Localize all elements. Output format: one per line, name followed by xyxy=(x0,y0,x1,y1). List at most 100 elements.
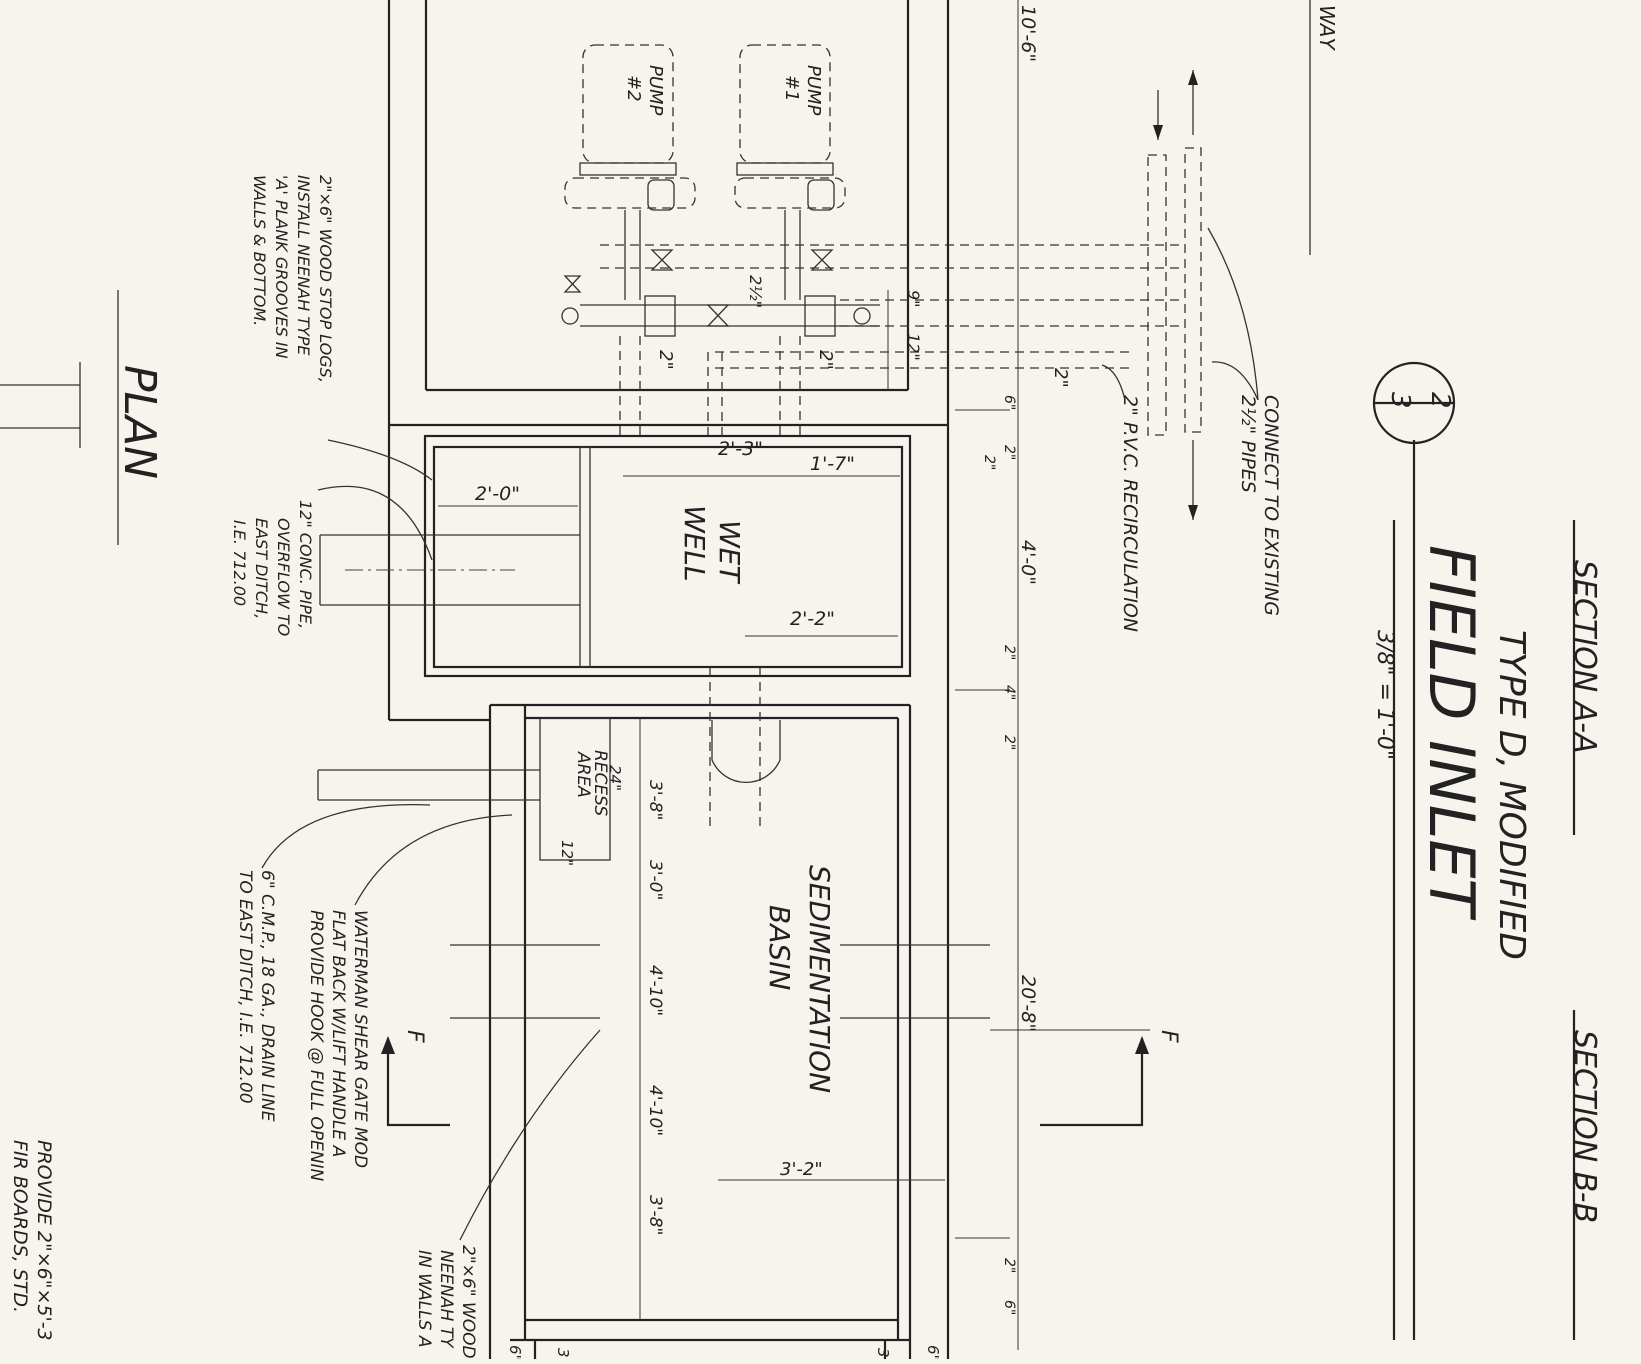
pump-2-base xyxy=(579,162,677,176)
stop-logs-note: INSTALL NEENAH TYPE xyxy=(294,175,313,356)
title-line-2: FIELD INLET xyxy=(1415,545,1488,920)
stop-logs-leader xyxy=(327,439,433,481)
wood-bottom-note: NEENAH TY xyxy=(436,1250,456,1349)
pump-2-label-1: PUMP xyxy=(645,65,666,116)
provide-note: FIR BOARDS, STD. xyxy=(9,1140,31,1313)
wet-well-label-1: WET xyxy=(713,520,746,584)
dim-3-2: 3'-2" xyxy=(780,1159,823,1180)
overflow-leader xyxy=(317,485,433,561)
connect-note-1: CONNECT TO EXISTING xyxy=(1260,395,1282,616)
dim-2-bot: 2" xyxy=(1001,1258,1017,1273)
pvc-leader xyxy=(1101,364,1126,401)
pvc-note: 2" P.V.C. RECIRCULATION xyxy=(1119,395,1141,632)
dim-4-10a: 4'-10" xyxy=(645,965,665,1016)
provide-note: PROVIDE 2"×6"×5'-3 xyxy=(33,1140,55,1341)
overflow-note: OVERFLOW TO xyxy=(274,518,293,636)
dim-3-8b: 3'-8" xyxy=(645,1195,665,1235)
section-f-right-marker xyxy=(1040,1038,1144,1127)
dim-2-top: 2" xyxy=(1001,445,1017,460)
dim-12: 12" xyxy=(904,333,923,361)
dim-2-2: 2'-2" xyxy=(790,608,835,630)
pipe-2a: 2" xyxy=(655,350,676,370)
room-labels: WET WELL SEDIMENTATION BASIN 24" RECESS … xyxy=(558,505,836,1093)
dim-3-8a: 3'-8" xyxy=(645,780,665,820)
stop-logs-note: WALLS & BOTTOM. xyxy=(250,175,269,326)
bottom-3b: 3" xyxy=(874,1348,892,1359)
wet-well-outer-wall xyxy=(423,434,912,678)
title-block: SECTION A-A TYPE D, MODIFIED FIELD INLET… xyxy=(114,5,1602,1223)
stop-logs-note: 'A' PLANK GROOVES IN xyxy=(272,175,291,359)
drain-note: 6" C.M.P., 18 GA., DRAIN LINE xyxy=(257,870,277,1122)
pump-2-flange xyxy=(564,177,696,209)
section-a-label: SECTION A-A xyxy=(1567,560,1602,754)
plan-label: PLAN xyxy=(114,365,165,479)
tee-fitting xyxy=(804,295,836,337)
dim-1-7: 1'-7" xyxy=(810,453,855,475)
stop-logs-note: 2"×6" WOOD STOP LOGS, xyxy=(316,175,335,383)
sed-basin-label-1: SEDIMENTATION xyxy=(803,865,836,1093)
title-line-1: TYPE D, MODIFIED xyxy=(1491,630,1532,960)
air-valve-icon xyxy=(853,307,871,325)
shear-gate-note: FLAT BACK W/LIFT HANDLE A xyxy=(328,910,348,1157)
sheet-number: 3 xyxy=(1385,392,1415,409)
dim-2-top-b: 2" xyxy=(981,455,997,470)
shear-gate-leader xyxy=(354,814,513,906)
existing-pipe xyxy=(1147,154,1167,436)
pump-1-label-2: #1 xyxy=(781,75,802,102)
tee-fitting xyxy=(644,295,676,337)
crossover-valve-icon xyxy=(706,304,730,327)
connector-pipe-end xyxy=(711,759,781,784)
pump-1-label-1: PUMP xyxy=(803,65,824,116)
recess-line-1: 24" xyxy=(606,765,624,791)
connect-note-2: 2½" PIPES xyxy=(1237,395,1259,493)
wet-well-label-2: WELL xyxy=(678,505,711,582)
notes: CONNECT TO EXISTING 2½" PIPES 2" P.V.C. … xyxy=(9,175,1282,1359)
bottom-6a: 6" xyxy=(506,1345,524,1359)
connect-leader xyxy=(1207,227,1259,401)
overflow-note: I.E. 712.00 xyxy=(230,520,249,606)
overflow-note: EAST DITCH, xyxy=(252,518,271,619)
section-f-right: F xyxy=(1156,1030,1181,1043)
recess-width: 12" xyxy=(558,840,576,866)
dim-6-top: 6" xyxy=(1001,395,1017,410)
pipe-2b: 2" xyxy=(815,350,836,370)
dim-2-0: 2'-0" xyxy=(475,483,520,505)
dim-4-mid: 4" xyxy=(1001,685,1017,700)
wood-bottom-leader xyxy=(459,1029,601,1241)
stop-log-slot xyxy=(579,446,591,668)
dim-2-3: 2'-3" xyxy=(718,438,763,460)
gate-valve-icon xyxy=(650,249,674,271)
dim-overall-b: 20'-8" xyxy=(1017,975,1039,1032)
overflow-note: 12" CONC. PIPE, xyxy=(296,500,315,629)
dim-9: 9" xyxy=(904,290,923,308)
section-f-left-marker xyxy=(386,1038,450,1127)
dim-2-half: 2½" xyxy=(746,275,765,308)
shear-gate-note: PROVIDE HOOK @ FULL OPENIN xyxy=(306,910,326,1181)
flow-arrow-head xyxy=(1188,70,1198,85)
drain-leader xyxy=(261,804,431,869)
bottom-6b: 6" xyxy=(924,1345,942,1359)
pump-1-base xyxy=(736,162,834,176)
section-f-left: F xyxy=(402,1030,427,1043)
section-arrow-head xyxy=(1135,1036,1149,1054)
dim-2-mid-b: 2" xyxy=(1001,735,1017,750)
wood-bottom-note: IN WALLS A xyxy=(414,1250,434,1348)
bottom-3a: 3" xyxy=(554,1348,572,1359)
dim-6-bot: 6" xyxy=(1001,1300,1017,1315)
section-arrow-head xyxy=(381,1036,395,1054)
dimension-labels: 10'-6" 20'-8" 6" 2" 2" 4'-0" 2" 4" 2" 2"… xyxy=(402,5,1181,1364)
pump-2-check-valve xyxy=(647,179,675,211)
recess-line-3: AREA xyxy=(573,751,593,798)
top-right-partial: WAY xyxy=(1315,5,1339,51)
dim-overall-a: 10'-6" xyxy=(1017,5,1039,62)
pipe-2c: 2" xyxy=(1050,368,1071,388)
recess-area-box xyxy=(539,717,611,861)
pump-labels: PUMP #1 PUMP #2 xyxy=(623,65,824,116)
detail-number: 2 xyxy=(1425,392,1455,409)
dim-2-mid: 2" xyxy=(1001,645,1017,660)
dim-4-10b: 4'-10" xyxy=(645,1085,665,1136)
wood-bottom-note: 2"×6" WOOD xyxy=(458,1245,478,1359)
shear-gate-note: WATERMAN SHEAR GATE MOD xyxy=(350,910,370,1168)
